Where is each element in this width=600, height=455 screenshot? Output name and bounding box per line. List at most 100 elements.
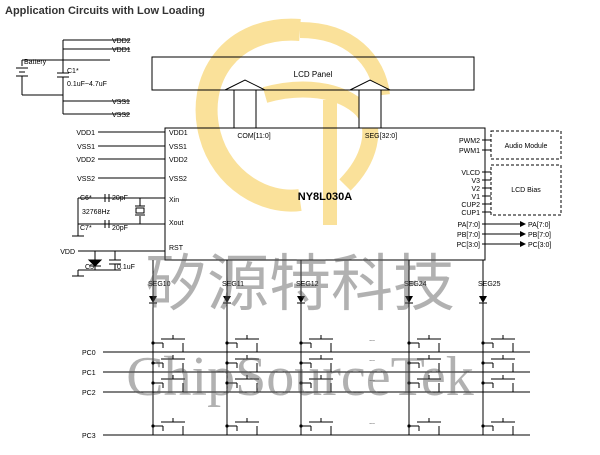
seg-label-10: SEG10 [148,281,171,288]
pin-com: COM[11:0] [237,133,270,140]
lcd-bias-box [490,164,562,216]
supply-label-vss1: VSS1 [77,144,95,151]
row-label-pc1: PC1 [82,370,96,377]
key-switch [225,355,259,372]
cap-c7-label: C7* [80,225,92,232]
key-switch [407,375,441,392]
key-switch [225,418,259,435]
cap-c5-label: C5 [85,264,94,271]
port-arrows [520,221,526,247]
row-label-pc0: PC0 [82,350,96,357]
matrix-ellipsis-3: ... [369,376,375,383]
cap-c1-value: 0.1uF~4.7uF [67,81,107,88]
key-switch [481,335,515,352]
seg-label-11: SEG11 [222,281,244,288]
key-switch [407,335,441,352]
cap-c1-label: C1* [67,68,79,75]
rail-label-vss1: VSS1 [112,99,130,106]
row-label-pc2: PC2 [82,390,96,397]
chip-name: NY8L030A [298,191,352,203]
seg-bus-arrow [349,79,391,129]
battery-section [16,39,130,115]
lcd-panel-label: LCD Panel [294,70,333,79]
cap-c5-value: 0.1uF [117,264,135,271]
chip-body [164,127,486,261]
rail-label-vdd2: VDD2 [112,38,131,45]
seg-label-24: SEG24 [404,281,427,288]
pin-xin: Xin [169,197,179,204]
seg-label-12: SEG12 [296,281,319,288]
port-out-pa: PA[7:0] [528,222,550,229]
key-switch [407,418,441,435]
pin-vdd1: VDD1 [169,130,188,137]
key-matrix [103,260,530,436]
key-switch [481,418,515,435]
audio-wires [482,139,491,151]
pin-cup2: CUP2 [461,202,480,209]
rail-label-vdd1: VDD1 [112,47,131,54]
key-switch [151,418,185,435]
pin-vlcd: VLCD [461,170,480,177]
lcd-bias-label: LCD Bias [511,187,541,194]
key-switch [407,355,441,372]
pin-vdd2: VDD2 [169,157,188,164]
battery-label: Battery [24,59,47,66]
crystal-circuit [72,194,165,237]
supply-label-vss2: VSS2 [77,176,95,183]
pin-seg: SEG[32:0] [365,133,397,140]
lcd-panel-box [151,56,475,91]
crystal-freq: 32768Hz [82,209,111,216]
audio-module-label: Audio Module [505,143,548,150]
reset-circuit [72,250,165,277]
matrix-ellipsis-2: ... [369,356,375,363]
pin-pa: PA[7:0] [458,222,480,229]
supply-wires [98,131,165,179]
page-title: Application Circuits with Low Loading [5,5,205,17]
watermark-en: ChipSourceTek [126,346,474,408]
pin-vss1: VSS1 [169,144,187,151]
pin-vss2: VSS2 [169,176,187,183]
supply-label-vdd1: VDD1 [76,130,95,137]
key-switch [299,375,333,392]
watermark-logo [195,18,390,225]
row-label-pc3: PC3 [82,433,96,440]
key-switch [299,418,333,435]
port-out-pc: PC[3:0] [528,242,551,249]
pin-pwm2: PWM2 [459,138,480,145]
pin-pwm1: PWM1 [459,148,480,155]
pin-xout: Xout [169,220,183,227]
supply-label-vdd2: VDD2 [76,157,95,164]
pin-cup1: CUP1 [461,210,480,217]
pin-v1: V1 [471,194,480,201]
port-out-pb: PB[7:0] [528,232,551,239]
key-switch [151,375,185,392]
key-switch [481,355,515,372]
port-wires [482,223,520,245]
key-switch [151,355,185,372]
cap-c6-value: 20pF [112,195,128,202]
key-switch [299,355,333,372]
cap-c7-value: 20pF [112,225,128,232]
seg-label-25: SEG25 [478,281,501,288]
key-switch [299,335,333,352]
watermark-cn: 矽源特科技 [145,247,455,320]
rail-label-vss2: VSS2 [112,112,130,119]
key-switch [225,335,259,352]
matrix-ellipsis-1: ... [369,336,375,343]
key-switch [481,375,515,392]
matrix-ellipsis-4: ... [369,419,375,426]
bias-wires [482,171,491,213]
pin-pb: PB[7:0] [457,232,480,239]
com-bus-arrow [224,79,266,129]
reset-vdd-label: VDD [60,249,75,256]
audio-module-box [490,130,562,160]
key-switch [225,375,259,392]
key-switches [151,335,515,435]
cap-c6-label: C6* [80,195,92,202]
pin-pc: PC[3:0] [457,242,480,249]
pin-v3: V3 [471,178,480,185]
key-switch [151,335,185,352]
pin-v2: V2 [471,186,480,193]
